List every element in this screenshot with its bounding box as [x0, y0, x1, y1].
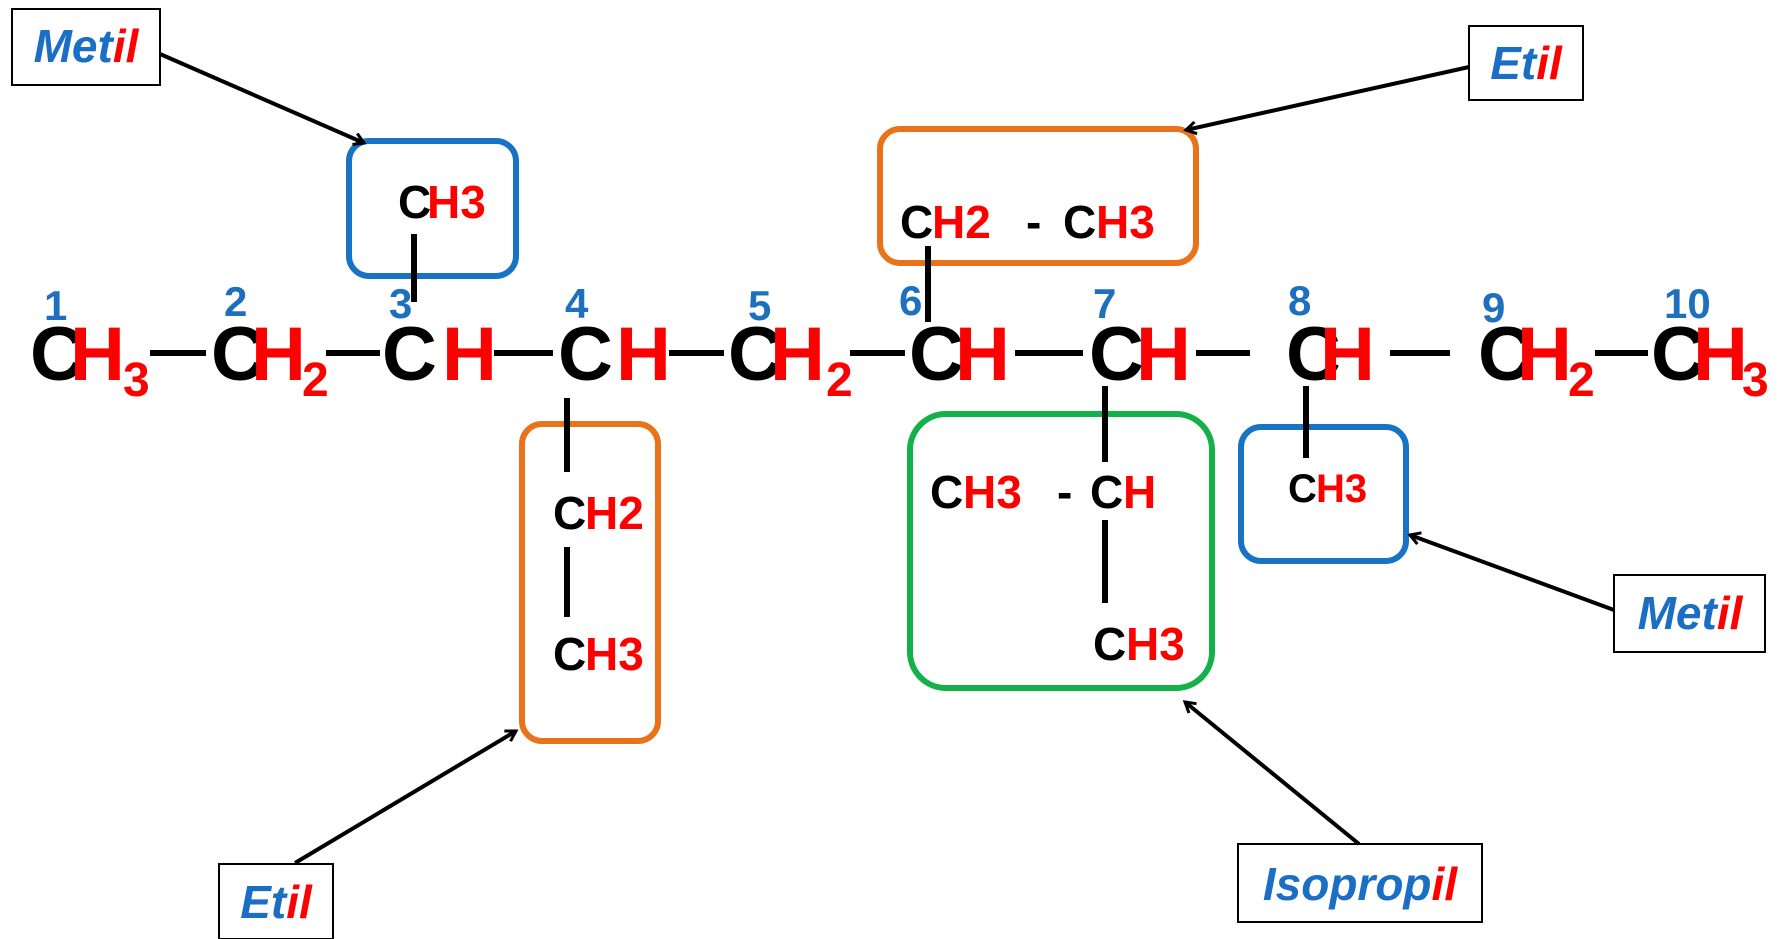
etil-top-label-box — [1468, 25, 1584, 101]
c4-ethyl-carbon2: C — [553, 628, 586, 680]
chain-c9-subscript: 2 — [1568, 354, 1595, 407]
c7-isopropyl-hydrogen3: H3 — [1126, 618, 1185, 670]
c7-isopropyl-hydrogen1: H3 — [963, 466, 1022, 518]
arrow-etil-top — [1186, 65, 1470, 130]
chain-c3-hydrogen: H — [442, 312, 497, 397]
c4-ethyl-hydrogen2: H3 — [585, 628, 644, 680]
chain-c8-hydrogen: H — [1320, 312, 1375, 397]
chain-c1-subscript: 3 — [123, 354, 150, 407]
chain-c7-hydrogen: H — [1136, 312, 1191, 397]
methyl-box-c3 — [346, 138, 519, 279]
isopropyl-box-c7 — [907, 411, 1215, 691]
chain-c1-carbon: C — [30, 312, 85, 397]
c8-methyl-hydrogen: H3 — [1316, 467, 1367, 511]
c7-isopropyl-carbon2: C — [1090, 466, 1123, 518]
chain-c10-subscript: 3 — [1742, 354, 1769, 407]
c4-ethyl-hydrogen1: H2 — [585, 487, 644, 539]
arrow-metil-top — [159, 52, 364, 143]
chain-c4-hydrogen: H — [616, 312, 671, 397]
c3-methyl-carbon: C — [398, 176, 431, 228]
carbon-number-3: 3 — [389, 280, 412, 327]
carbon-number-8: 8 — [1288, 277, 1311, 324]
metil-top-label-box — [11, 8, 161, 86]
c6-ethyl-carbon1: C — [900, 196, 933, 248]
etil-top-label: Etil — [1490, 37, 1563, 89]
chain-c5-carbon: C — [728, 312, 783, 397]
c6-ethyl-hydrogen2: H3 — [1096, 196, 1155, 248]
chain-c3-carbon: C — [382, 312, 437, 397]
carbon-number-1: 1 — [44, 282, 67, 329]
carbon-number-2: 2 — [224, 278, 247, 325]
arrow-etil-bottom — [293, 729, 516, 865]
c3-methyl-hydrogen: H3 — [427, 176, 486, 228]
metil-right-label: Metil — [1638, 587, 1744, 639]
metil-right-label-box — [1613, 574, 1766, 653]
etil-bottom-label: Etil — [240, 876, 313, 928]
chain-c7-carbon: C — [1089, 312, 1144, 397]
chain-c9-hydrogen: H — [1517, 312, 1572, 397]
chain-c6-hydrogen: H — [955, 312, 1010, 397]
chain-c1-hydrogen: H — [70, 312, 125, 397]
c6-ethyl-carbon2: C — [1063, 196, 1096, 248]
isopropil-label-box — [1237, 843, 1483, 923]
carbon-number-9: 9 — [1482, 284, 1505, 331]
chain-c5-subscript: 2 — [826, 354, 853, 407]
chain-c2-hydrogen: H — [251, 312, 306, 397]
chain-c10-hydrogen: H — [1693, 312, 1748, 397]
chain-c2-subscript: 2 — [302, 354, 329, 407]
carbon-number-4: 4 — [565, 280, 589, 327]
etil-bottom-label-box — [218, 863, 334, 939]
c7-isopropyl-dash: - — [1057, 466, 1072, 518]
c7-isopropyl-hydrogen2: H — [1123, 466, 1156, 518]
arrow-isopropil — [1185, 702, 1361, 846]
c7-isopropyl-carbon1: C — [930, 466, 963, 518]
methyl-box-c8 — [1238, 424, 1409, 564]
c8-methyl-carbon: C — [1288, 467, 1317, 511]
carbon-number-7: 7 — [1093, 280, 1116, 327]
metil-top-label: Metil — [34, 20, 140, 72]
chain-c4-carbon: C — [558, 312, 613, 397]
c7-isopropyl-carbon3: C — [1093, 618, 1126, 670]
isopropil-label: Isopropil — [1263, 858, 1458, 910]
c4-ethyl-carbon1: C — [553, 487, 586, 539]
arrow-metil-right — [1410, 535, 1615, 612]
carbon-number-10: 10 — [1664, 280, 1711, 327]
carbon-number-5: 5 — [748, 282, 771, 329]
c6-ethyl-hydrogen1: H2 — [932, 196, 991, 248]
chain-c9-carbon: C — [1478, 312, 1533, 397]
chain-c2-carbon: C — [211, 312, 266, 397]
chain-c5-hydrogen: H — [770, 312, 825, 397]
c6-ethyl-dash: - — [1026, 196, 1041, 248]
chain-c6-carbon: C — [909, 312, 964, 397]
ethyl-box-c6 — [877, 126, 1199, 266]
carbon-number-6: 6 — [899, 277, 922, 324]
chain-c10-carbon: C — [1651, 312, 1706, 397]
chain-c8-carbon: C — [1286, 312, 1341, 397]
ethyl-box-c4 — [519, 421, 661, 744]
